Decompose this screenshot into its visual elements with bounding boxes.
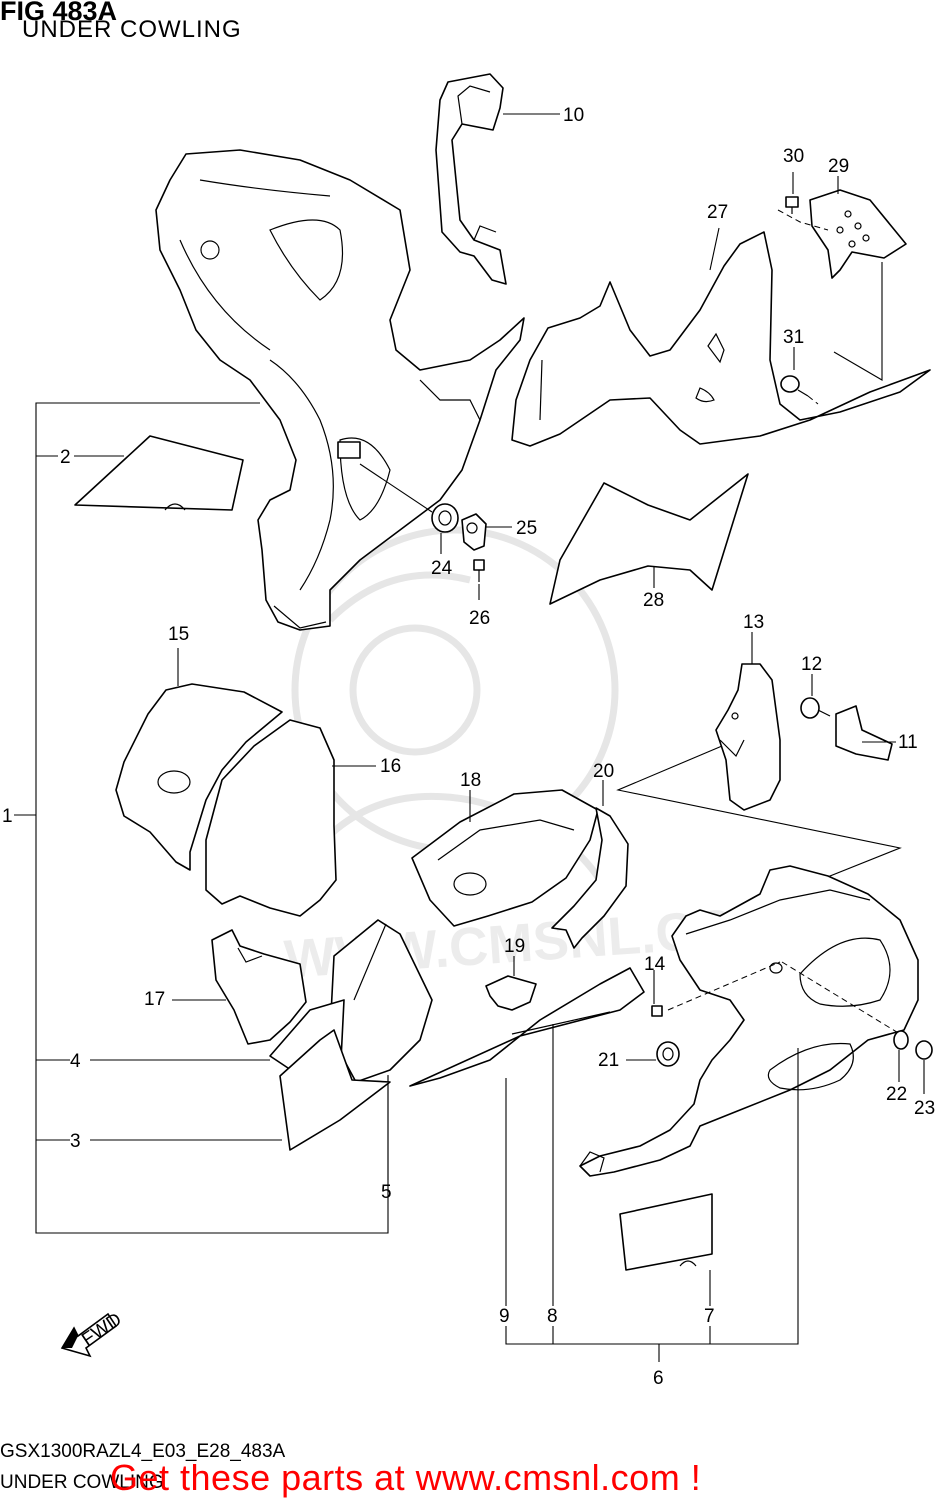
callout-10: 10 <box>563 105 584 126</box>
callout-3: 3 <box>70 1131 81 1152</box>
part-24-grommet <box>359 463 459 554</box>
promo-link[interactable]: Get these parts at www.cmsnl.com ! <box>110 1457 702 1498</box>
callout-24: 24 <box>431 558 453 579</box>
model-code: GSX1300RAZL4_E03_E28_483A <box>0 1441 286 1462</box>
callout-2: 2 <box>60 447 71 468</box>
part-14-bolt <box>651 970 663 1017</box>
callout-11: 11 <box>898 732 918 753</box>
part-10-air-duct <box>435 73 560 285</box>
callout-25: 25 <box>516 518 537 539</box>
group-6-bracket <box>505 1048 799 1362</box>
callout-20: 20 <box>593 761 614 782</box>
callout-12: 12 <box>801 654 822 675</box>
callout-8: 8 <box>547 1306 558 1327</box>
callout-1: 1 <box>2 806 13 827</box>
part-7-pad <box>619 1193 713 1306</box>
part-16-panel <box>205 719 376 917</box>
part-25-clamp <box>461 513 512 551</box>
section-name: UNDER COWLING <box>0 1472 164 1493</box>
part-20-trim <box>551 780 629 949</box>
callout-19: 19 <box>504 936 525 957</box>
callout-7: 7 <box>704 1306 715 1327</box>
callout-26: 26 <box>469 608 490 629</box>
callout-23: 23 <box>914 1098 935 1119</box>
part-9-pad <box>409 967 645 1306</box>
callout-30: 30 <box>783 146 804 167</box>
part-28-pad <box>549 473 749 605</box>
part-21-grommet <box>626 1041 680 1067</box>
callout-13: 13 <box>743 612 764 633</box>
part-11-bracket <box>835 705 896 761</box>
callout-labels: 1 2 3 4 5 6 7 8 9 10 11 12 13 14 15 16 1… <box>2 105 935 1389</box>
part-26-bolt <box>473 559 485 600</box>
callout-14: 14 <box>644 954 666 975</box>
figure-title: FIG 483A <box>0 0 118 26</box>
callout-16: 16 <box>380 756 401 777</box>
part-15-panel <box>115 648 283 871</box>
part-6-lower-cowl <box>579 865 919 1177</box>
callout-17: 17 <box>144 989 165 1010</box>
part-8-pad <box>511 1011 611 1306</box>
fwd-label: FWD <box>78 1309 126 1351</box>
part-29-bracket <box>777 176 907 381</box>
part-2-pad <box>74 435 244 511</box>
part-19-clip <box>485 956 537 1011</box>
callout-15: 15 <box>168 624 189 645</box>
callout-9: 9 <box>499 1306 510 1327</box>
part-3-pad <box>90 1029 391 1151</box>
part-fairing-inner-left <box>155 149 525 631</box>
callout-4: 4 <box>70 1051 81 1072</box>
callout-6: 6 <box>653 1368 664 1389</box>
figure-subtitle: UNDER COWLING <box>22 16 242 43</box>
part-22-collar <box>893 1030 909 1082</box>
part-17-inner-piece <box>172 929 307 1045</box>
part-13-small-cover <box>715 632 781 811</box>
part-12-bolt <box>800 674 831 719</box>
part-23-screw <box>915 1040 933 1094</box>
callout-18: 18 <box>460 770 481 791</box>
callout-27: 27 <box>707 202 728 223</box>
fwd-arrow-icon: FWD <box>60 1309 126 1358</box>
assembly-lines <box>616 745 902 889</box>
callout-31: 31 <box>783 327 804 348</box>
callout-22: 22 <box>886 1084 907 1105</box>
part-27-upper-cowl-right <box>511 227 931 447</box>
callout-21: 21 <box>598 1050 619 1071</box>
part-31-screw <box>780 347 819 405</box>
callout-28: 28 <box>643 590 664 611</box>
part-30-screw <box>785 172 799 214</box>
group-1-bracket <box>14 402 389 1234</box>
callout-5: 5 <box>381 1182 392 1203</box>
callout-29: 29 <box>828 156 849 177</box>
part-18-cover <box>411 789 599 927</box>
